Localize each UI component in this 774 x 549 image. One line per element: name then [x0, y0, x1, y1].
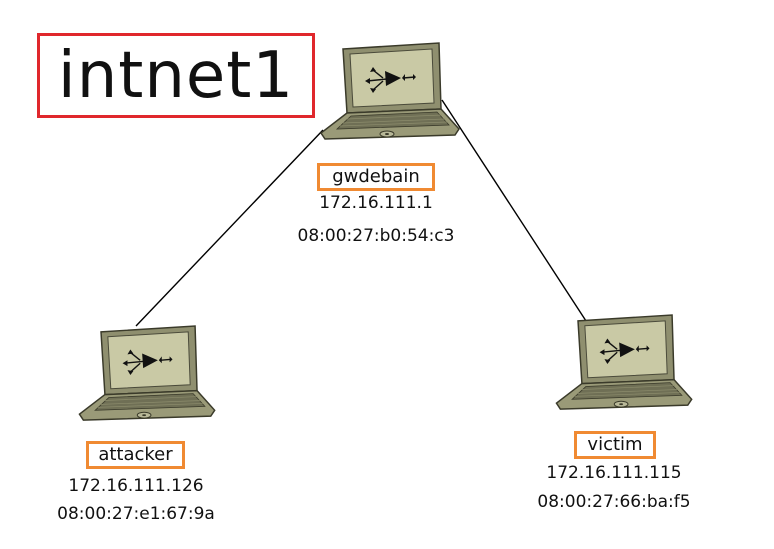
node-name-gwdebain: gwdebain [317, 163, 435, 191]
node-name-attacker: attacker [86, 441, 185, 469]
node-ip-gwdebain: 172.16.111.1 [319, 193, 433, 213]
link-gwdebain-attacker [135, 129, 324, 327]
node-ip-attacker: 172.16.111.126 [68, 476, 204, 496]
network-title-box: intnet1 [37, 33, 315, 118]
node-mac-victim: 08:00:27:66:ba:f5 [537, 492, 691, 512]
gwdebain-laptop-icon[interactable] [320, 42, 460, 140]
link-gwdebain-victim [441, 99, 589, 325]
node-mac-attacker: 08:00:27:e1:67:9a [57, 504, 215, 524]
network-title: intnet1 [57, 38, 295, 113]
node-mac-gwdebain: 08:00:27:b0:54:c3 [297, 226, 455, 246]
node-ip-victim: 172.16.111.115 [546, 463, 682, 483]
attacker-laptop-icon[interactable] [78, 325, 216, 421]
victim-laptop-icon[interactable] [555, 314, 693, 410]
node-name-victim: victim [574, 431, 656, 459]
